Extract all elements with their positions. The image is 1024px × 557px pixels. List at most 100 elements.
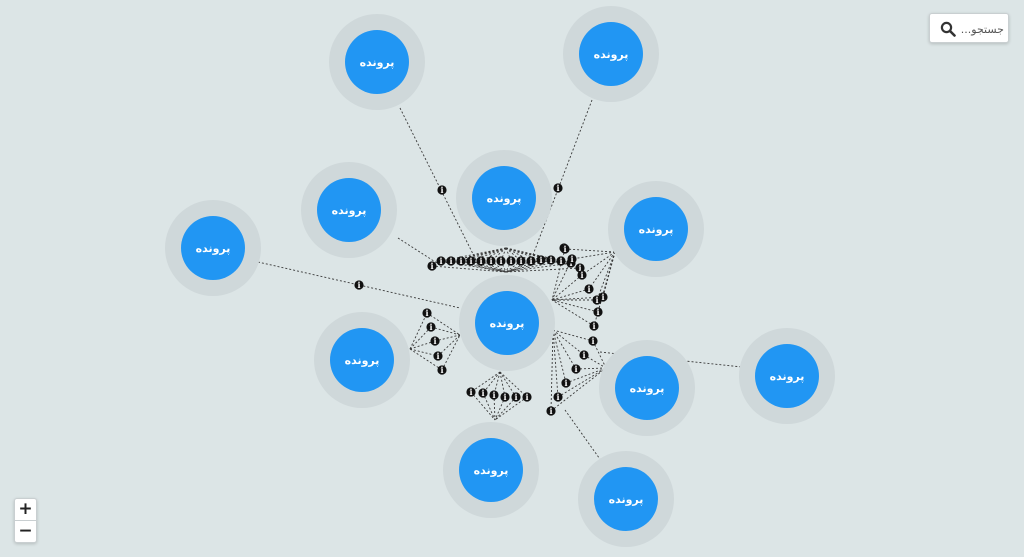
edge-line	[409, 312, 428, 350]
case-node-circle[interactable]	[755, 344, 819, 408]
info-icon[interactable]: i	[489, 390, 499, 400]
svg-text:i: i	[439, 256, 442, 266]
info-icon[interactable]: i	[486, 256, 496, 266]
info-icon[interactable]: i	[511, 392, 521, 402]
case-node[interactable]: پرونده	[301, 162, 397, 258]
info-icon[interactable]: i	[466, 256, 476, 266]
case-node[interactable]: پرونده	[443, 422, 539, 518]
case-node-circle[interactable]	[579, 22, 643, 86]
info-icon[interactable]: i	[422, 308, 432, 318]
case-node[interactable]: پرونده	[165, 200, 261, 296]
info-icon[interactable]: i	[427, 261, 437, 271]
svg-text:i: i	[563, 244, 566, 254]
info-icon[interactable]: i	[593, 307, 603, 317]
case-node[interactable]: پرونده	[563, 6, 659, 102]
edge-line	[480, 247, 507, 262]
edge-line	[441, 334, 461, 371]
svg-text:i: i	[587, 284, 590, 294]
info-icon[interactable]: i	[588, 336, 598, 346]
info-icon[interactable]: i	[577, 270, 587, 280]
svg-text:i: i	[539, 255, 542, 265]
info-icon[interactable]: i	[589, 321, 599, 331]
info-icon[interactable]: i	[500, 392, 510, 402]
svg-text:i: i	[570, 254, 573, 264]
case-node-circle[interactable]	[330, 328, 394, 392]
svg-text:i: i	[519, 256, 522, 266]
edge-line	[437, 334, 461, 357]
case-node-circle[interactable]	[181, 216, 245, 280]
svg-text:i: i	[489, 256, 492, 266]
case-node[interactable]: پرونده	[456, 150, 552, 246]
info-icon[interactable]: i	[437, 365, 447, 375]
info-icon[interactable]: i	[546, 406, 556, 416]
info-icon[interactable]: i	[456, 256, 466, 266]
case-node[interactable]: پرونده	[459, 275, 555, 371]
info-icon[interactable]: i	[553, 183, 563, 193]
case-node-circle[interactable]	[475, 291, 539, 355]
info-icon[interactable]: i	[561, 378, 571, 388]
svg-text:i: i	[440, 185, 443, 195]
info-icon[interactable]: i	[536, 255, 546, 265]
svg-text:i: i	[459, 256, 462, 266]
case-node[interactable]: پرونده	[329, 14, 425, 110]
info-icon[interactable]: i	[579, 350, 589, 360]
info-icon[interactable]: i	[584, 284, 594, 294]
svg-text:i: i	[492, 390, 495, 400]
info-icon[interactable]: i	[478, 388, 488, 398]
case-node-circle[interactable]	[615, 356, 679, 420]
info-icon[interactable]: i	[546, 255, 556, 265]
info-icon[interactable]: i	[430, 336, 440, 346]
case-node-circle[interactable]	[345, 30, 409, 94]
case-node-circle[interactable]	[317, 178, 381, 242]
case-node-circle[interactable]	[594, 467, 658, 531]
info-icon[interactable]: i	[437, 185, 447, 195]
info-icon[interactable]: i	[575, 263, 585, 273]
info-icon[interactable]: i	[567, 254, 577, 264]
edge-line	[494, 396, 528, 421]
info-icon[interactable]: i	[433, 351, 443, 361]
edge-line	[564, 409, 603, 463]
svg-text:i: i	[559, 256, 562, 266]
info-icon[interactable]: i	[598, 292, 608, 302]
svg-text:i: i	[436, 351, 439, 361]
info-icon[interactable]: i	[526, 256, 536, 266]
zoom-out-button[interactable]: −	[18, 521, 33, 541]
edge-line	[505, 260, 522, 273]
svg-text:i: i	[574, 364, 577, 374]
info-icon[interactable]: i	[476, 256, 486, 266]
svg-text:i: i	[564, 378, 567, 388]
info-icon[interactable]: i	[354, 280, 364, 290]
info-icon[interactable]: i	[436, 256, 446, 266]
case-node-circle[interactable]	[472, 166, 536, 230]
info-icon[interactable]: i	[571, 364, 581, 374]
info-icon[interactable]: i	[496, 256, 506, 266]
info-icon[interactable]: i	[560, 244, 570, 254]
info-icon[interactable]: i	[553, 392, 563, 402]
info-icon[interactable]: i	[426, 322, 436, 332]
info-icon[interactable]: i	[506, 256, 516, 266]
info-icon[interactable]: i	[516, 256, 526, 266]
info-icon[interactable]: i	[522, 392, 532, 402]
edge-line	[552, 329, 559, 398]
search-box[interactable]	[929, 13, 1009, 43]
info-icon[interactable]: i	[446, 256, 456, 266]
search-input[interactable]	[960, 18, 1004, 40]
case-node[interactable]: پرونده	[608, 181, 704, 277]
zoom-in-button[interactable]: +	[15, 499, 36, 521]
info-icon[interactable]: i	[556, 256, 566, 266]
case-node-circle[interactable]	[459, 438, 523, 502]
info-icon[interactable]: i	[466, 387, 476, 397]
edge-line	[571, 251, 616, 260]
case-node[interactable]: پرونده	[739, 328, 835, 424]
search-icon[interactable]	[940, 21, 956, 37]
case-node[interactable]: پرونده	[599, 340, 695, 436]
case-node[interactable]: پرونده	[578, 451, 674, 547]
svg-text:i: i	[449, 256, 452, 266]
svg-text:i: i	[433, 336, 436, 346]
case-node-circle[interactable]	[624, 197, 688, 261]
edge-line	[552, 329, 577, 370]
case-node[interactable]: پرونده	[314, 312, 410, 408]
edge-line	[564, 248, 616, 253]
case-node-label: پرونده	[609, 493, 644, 506]
